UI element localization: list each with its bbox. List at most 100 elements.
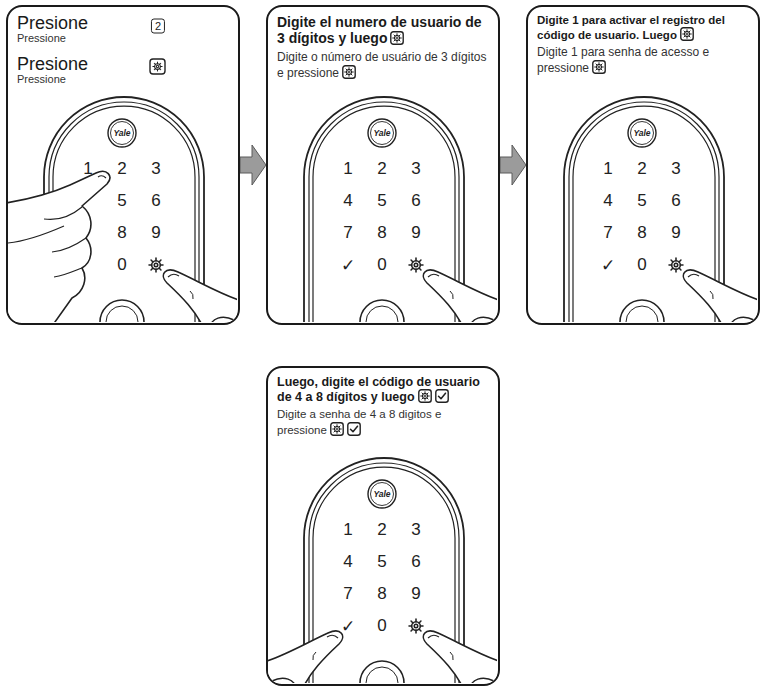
gear-tooth [340, 428, 342, 429]
finger-crease [450, 291, 453, 299]
key-label: 9 [411, 584, 420, 604]
key-label: 3 [671, 159, 680, 179]
gear-icon [342, 65, 356, 79]
key-label: 1 [343, 520, 352, 540]
gear-tooth [349, 67, 350, 69]
gear-symbol [683, 30, 692, 39]
gear-ring [672, 261, 681, 270]
key-label: 2 [117, 159, 126, 179]
key-label: 1 [343, 159, 352, 179]
fingernail [327, 635, 338, 638]
instruction-text: Digite 1 para senha de acesso e pression… [537, 45, 709, 74]
hand-left [268, 631, 343, 683]
finger-outline [54, 268, 82, 277]
gear-ring [684, 32, 689, 37]
instruction-text: Pressione [17, 73, 66, 85]
key-label: 5 [377, 191, 386, 211]
gear-tooth [601, 69, 602, 70]
instruction-panel: Digite el numero de usuario de 3 dígitos… [266, 5, 500, 325]
gear-tooth [683, 34, 685, 35]
gear-tooth [339, 430, 340, 431]
gear-tooth [602, 66, 604, 67]
finger-outline [52, 238, 86, 252]
gear-ring [155, 64, 161, 70]
gear-tooth [157, 69, 158, 71]
gear-tooth [671, 260, 673, 262]
gear-symbol [345, 67, 354, 76]
key-label: 9 [671, 223, 680, 243]
instruction-line: Presione [17, 55, 231, 73]
key-label: 1 [603, 159, 612, 179]
gear-tooth [157, 62, 158, 64]
gear-tooth [679, 268, 681, 270]
gear-tooth [351, 73, 352, 74]
gear-ring [596, 64, 601, 69]
key-label: 4 [603, 191, 612, 211]
key-label: ✓ [601, 255, 615, 276]
gear-symbol [595, 63, 604, 72]
gear-tooth [336, 424, 337, 426]
gear-tooth [334, 430, 335, 431]
gear-tooth [690, 34, 692, 35]
finger [683, 270, 757, 322]
gear-tooth [400, 38, 402, 39]
key-label: 8 [637, 223, 646, 243]
key-label: 3 [411, 520, 420, 540]
gear-tooth [336, 431, 337, 433]
finger-crease [450, 652, 453, 660]
key-label: 8 [117, 223, 126, 243]
logo-ring [368, 119, 396, 147]
gear-hub [423, 395, 425, 397]
key-label: 2 [377, 159, 386, 179]
gear-hub [686, 33, 688, 35]
gear-tooth [689, 31, 690, 32]
instruction-line: Digite o número de usuário de 3 dígitos … [277, 50, 491, 80]
gear-symbol [393, 34, 402, 43]
key-label: 7 [603, 223, 612, 243]
gear-hub [154, 263, 158, 267]
text-block: Digite el numero de usuario de 3 dígitos… [277, 14, 491, 80]
gear-tooth [345, 71, 347, 72]
finger-crease [190, 291, 193, 299]
gear-tooth [424, 399, 425, 401]
gear-tooth [420, 264, 423, 266]
logo-ring [368, 480, 396, 508]
gear-hub [396, 37, 398, 39]
icon-frame [391, 32, 403, 44]
gear-tooth [154, 63, 155, 64]
gear-tooth [393, 38, 395, 39]
gear-symbol [420, 392, 429, 401]
instruction-line: Digite a senha de 4 a 8 digitos e pressi… [277, 408, 491, 438]
brand-logo: Yale [113, 128, 130, 138]
gear-tooth [351, 69, 352, 70]
logo-ring [371, 122, 394, 145]
gear-symbol [333, 424, 342, 433]
key-icon: 2 [151, 19, 165, 34]
gear-icon [418, 389, 432, 403]
check-mark [350, 426, 357, 432]
icon-frame [681, 28, 693, 40]
gear-icon [680, 27, 694, 41]
gear-tooth [399, 35, 400, 36]
gear-tooth [160, 66, 162, 67]
gear-tooth [420, 625, 423, 627]
gear-tooth [346, 69, 347, 70]
gear-hub [336, 427, 338, 429]
gear-tooth [669, 264, 672, 266]
fingernail [428, 274, 439, 277]
gear-tooth [419, 629, 421, 631]
gear-tooth [679, 260, 681, 262]
latch-outline [106, 306, 138, 322]
key-label: 7 [343, 584, 352, 604]
gear-tooth [151, 268, 153, 270]
instruction-text: Digite o número de usuário de 3 dígitos … [277, 50, 486, 79]
finger-crease [272, 678, 298, 683]
gear-tooth [411, 629, 413, 631]
hand [8, 171, 110, 322]
gear-hub [598, 66, 600, 68]
gear-tooth [334, 426, 335, 427]
latch-outline [100, 300, 144, 322]
finger [268, 631, 343, 683]
check-icon [435, 389, 449, 403]
key-label: 6 [671, 191, 680, 211]
